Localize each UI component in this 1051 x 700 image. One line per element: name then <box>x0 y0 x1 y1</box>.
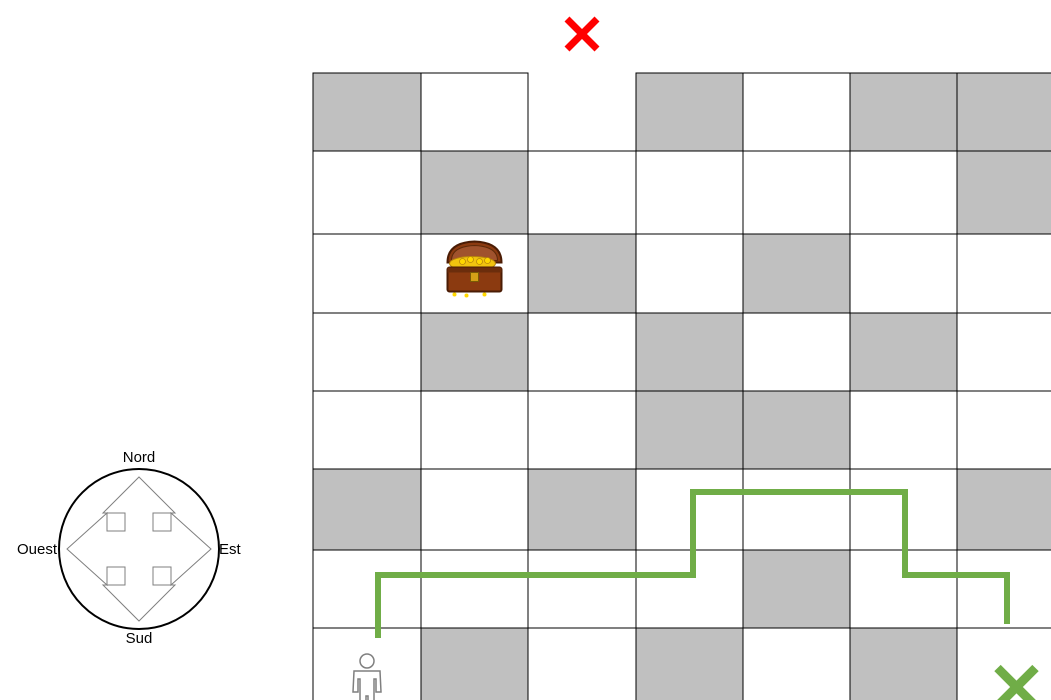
grid-cell-shaded <box>421 628 528 700</box>
compass-rose: Nord Sud Est Ouest <box>17 449 242 647</box>
grid-cell <box>636 234 743 313</box>
grid-cell <box>636 469 743 550</box>
grid-cell <box>313 550 421 628</box>
grid-cell-shaded <box>957 73 1051 151</box>
grid-cell <box>850 391 957 469</box>
grid-cell <box>850 151 957 234</box>
grid-cell-shaded <box>421 151 528 234</box>
treasure-chest-icon <box>448 242 502 298</box>
grid-cell <box>528 313 636 391</box>
grid-cell <box>313 234 421 313</box>
grid-cell <box>743 628 850 700</box>
grid-cell-shaded <box>957 469 1051 550</box>
grid-cells <box>313 73 1051 700</box>
compass-east-label: Est <box>219 541 242 558</box>
grid-cell-shaded <box>528 469 636 550</box>
grid-cell-shaded <box>743 550 850 628</box>
grid-cell <box>636 151 743 234</box>
grid-cell <box>421 73 528 151</box>
grid-cell <box>421 391 528 469</box>
grid-cell-shaded <box>636 628 743 700</box>
grid-cell <box>313 391 421 469</box>
compass-south-label: Sud <box>126 630 153 647</box>
grid-cell-shaded <box>636 73 743 151</box>
grid-cell <box>743 151 850 234</box>
grid-cell-shaded <box>636 391 743 469</box>
grid-cell <box>421 550 528 628</box>
grid-cell-shaded <box>636 313 743 391</box>
grid-cell-shaded <box>421 313 528 391</box>
grid-cell <box>957 234 1051 313</box>
grid-cell-shaded <box>313 469 421 550</box>
grid-cell <box>743 313 850 391</box>
grid-cell-shaded <box>850 73 957 151</box>
grid-cell <box>743 469 850 550</box>
grid-cell <box>850 234 957 313</box>
grid-cell <box>636 550 743 628</box>
grid-cell-shaded <box>528 234 636 313</box>
grid-cell <box>743 73 850 151</box>
compass-west-label: Ouest <box>17 541 58 558</box>
grid-cell-shaded <box>850 628 957 700</box>
grid-cell-shaded <box>743 391 850 469</box>
grid-cell-shaded <box>850 313 957 391</box>
red-x-icon <box>567 19 597 49</box>
grid-cell-shaded <box>743 234 850 313</box>
grid-cell <box>313 151 421 234</box>
grid-cell <box>528 628 636 700</box>
grid-cell <box>528 151 636 234</box>
grid-cell <box>957 313 1051 391</box>
grid-cell <box>957 391 1051 469</box>
grid-cell <box>957 628 1051 700</box>
grid-cell <box>528 391 636 469</box>
grid-cell <box>528 550 636 628</box>
grid-cell <box>421 469 528 550</box>
compass-north-label: Nord <box>123 449 156 466</box>
grid-cell-shaded <box>313 73 421 151</box>
grid-cell-shaded <box>957 151 1051 234</box>
grid-cell <box>313 313 421 391</box>
